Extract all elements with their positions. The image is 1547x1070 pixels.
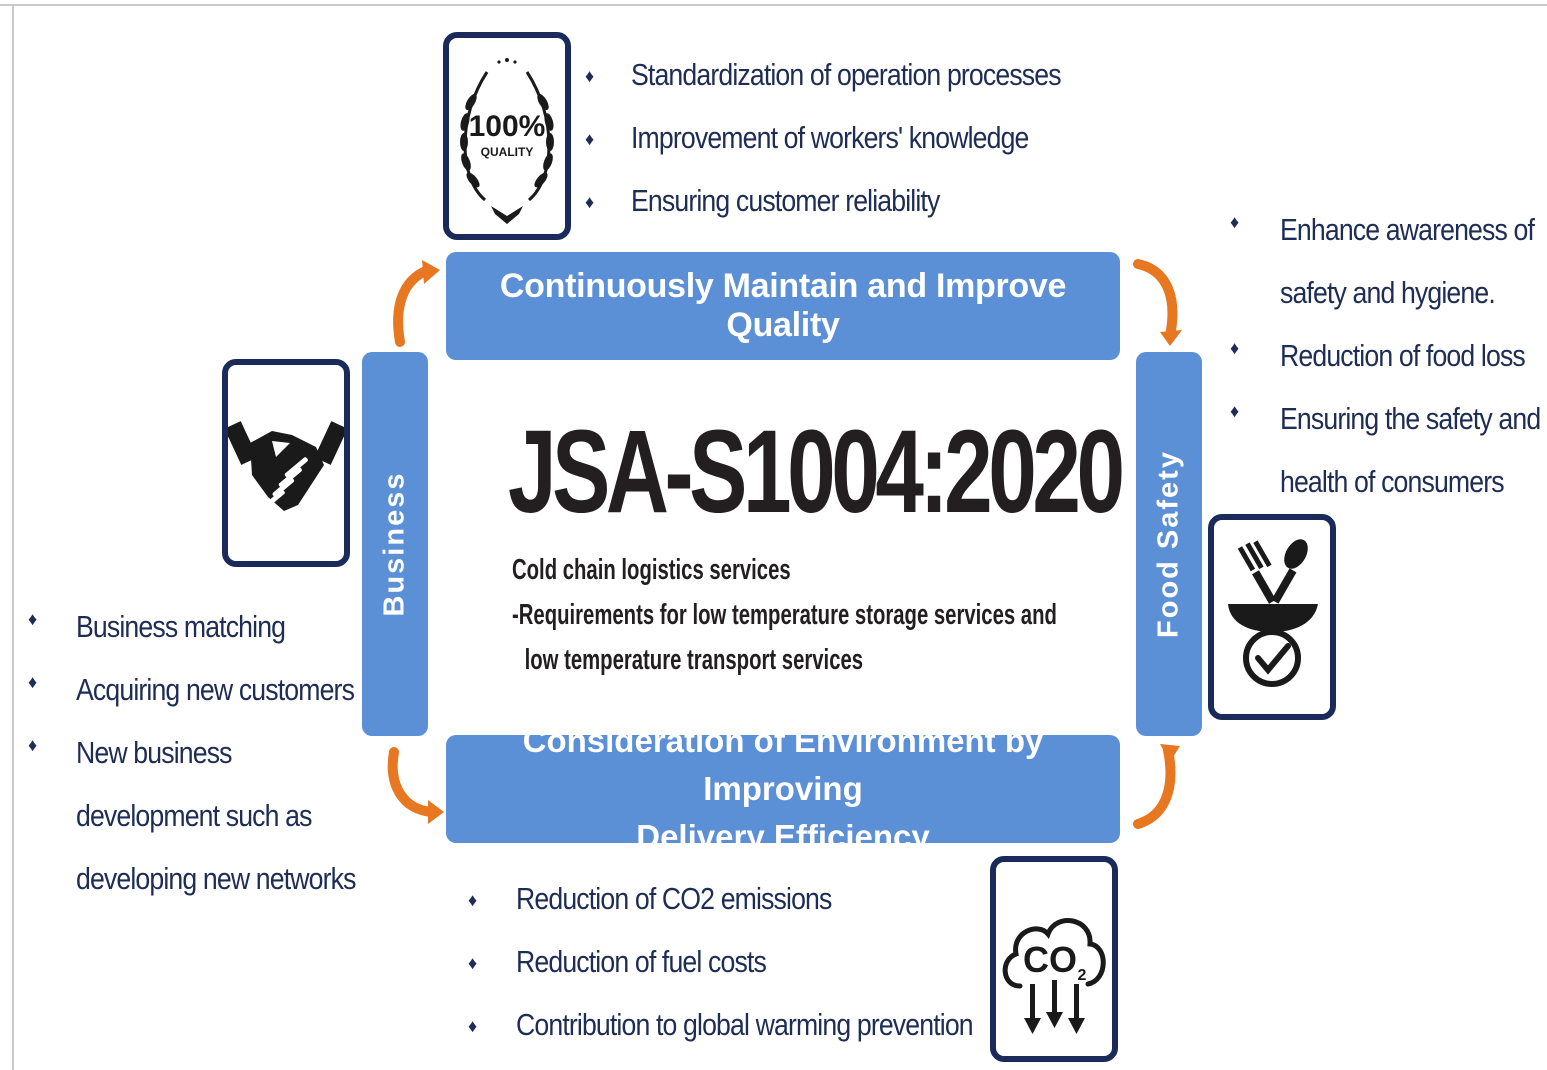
arrow-bottom-right-icon	[1133, 744, 1180, 829]
quality-laurel-icon: 100% QUALITY	[443, 32, 571, 240]
list-item: ♦Reduction of food loss	[1230, 338, 1526, 373]
bullet-icon: ♦	[28, 735, 38, 755]
handshake-icon	[222, 359, 350, 567]
co2-label: CO	[1023, 939, 1077, 980]
list-item: ♦Reduction of fuel costs	[468, 944, 767, 979]
environment-bar-line2: Delivery Efficiency	[636, 818, 930, 855]
list-item: ♦Standardization of operation processes	[585, 57, 1062, 92]
arrow-bottom-left-icon	[387, 747, 444, 824]
list-item: ♦Ensuring customer reliability	[585, 183, 940, 218]
quality-bar: Continuously Maintain and Improve Qualit…	[446, 252, 1120, 360]
frame-top-border	[0, 4, 1547, 6]
bullet-icon: ♦	[585, 129, 595, 149]
list-item: ♦Reduction of CO2 emissions	[468, 881, 832, 916]
arrow-top-right-icon	[1133, 259, 1182, 346]
food-safety-svg	[1228, 539, 1318, 687]
business-benefits-list: ♦Business matching ♦Acquiring new custom…	[28, 595, 388, 910]
subtitle-line-1: Cold chain logistics services	[512, 554, 791, 586]
bullet-icon: ♦	[1230, 212, 1240, 232]
bullet-icon: ♦	[1230, 338, 1240, 358]
bullet-icon: ♦	[468, 1016, 478, 1036]
list-item: ♦Business matching	[28, 609, 286, 644]
list-item: ♦Improvement of workers' knowledge	[585, 120, 1029, 155]
list-item: ♦Contribution to global warming preventi…	[468, 1007, 974, 1042]
food-safety-bar-label: Food Safety	[1152, 450, 1185, 638]
bullet-icon: ♦	[585, 192, 595, 212]
food-safety-bar: Food Safety	[1136, 352, 1202, 736]
bullet-icon: ♦	[28, 672, 38, 692]
quality-badge-bottom: QUALITY	[481, 145, 534, 159]
frame-left-border	[12, 4, 14, 1070]
subtitle-line-3: low temperature transport services	[524, 644, 864, 676]
bullet-icon: ♦	[1230, 401, 1240, 421]
arrow-top-left-icon	[393, 260, 440, 347]
environment-bar: Consideration of Environment by Improvin…	[446, 722, 1120, 855]
handshake-svg	[228, 421, 344, 511]
bullet-icon: ♦	[585, 66, 595, 86]
co2-svg: CO 2	[1002, 918, 1106, 1034]
subtitle-line-2: -Requirements for low temperature storag…	[512, 599, 1057, 631]
co2-subscript: 2	[1078, 967, 1087, 984]
bullet-icon: ♦	[468, 890, 478, 910]
environment-bar-line1: Consideration of Environment by Improvin…	[522, 722, 1044, 807]
quality-laurel-svg: 100% QUALITY	[460, 58, 554, 224]
environment-benefits-list: ♦Reduction of CO2 emissions ♦Reduction o…	[468, 876, 1028, 1065]
standard-subtitle: Cold chain logistics services -Requireme…	[512, 548, 1057, 683]
food-safety-check-icon	[1208, 514, 1336, 720]
co2-cloud-icon: CO 2	[990, 856, 1118, 1062]
list-item: ♦Acquiring new customers	[28, 672, 355, 707]
bullet-icon: ♦	[28, 609, 38, 629]
bullet-icon: ♦	[468, 953, 478, 973]
standard-title: JSA-S1004:2020	[508, 406, 1125, 538]
quality-benefits-list: ♦Standardization of operation processes …	[585, 52, 1145, 241]
business-bar: Business	[362, 352, 428, 736]
quality-badge-top: 100%	[469, 110, 546, 143]
quality-bar-label: Continuously Maintain and Improve Qualit…	[499, 267, 1067, 344]
